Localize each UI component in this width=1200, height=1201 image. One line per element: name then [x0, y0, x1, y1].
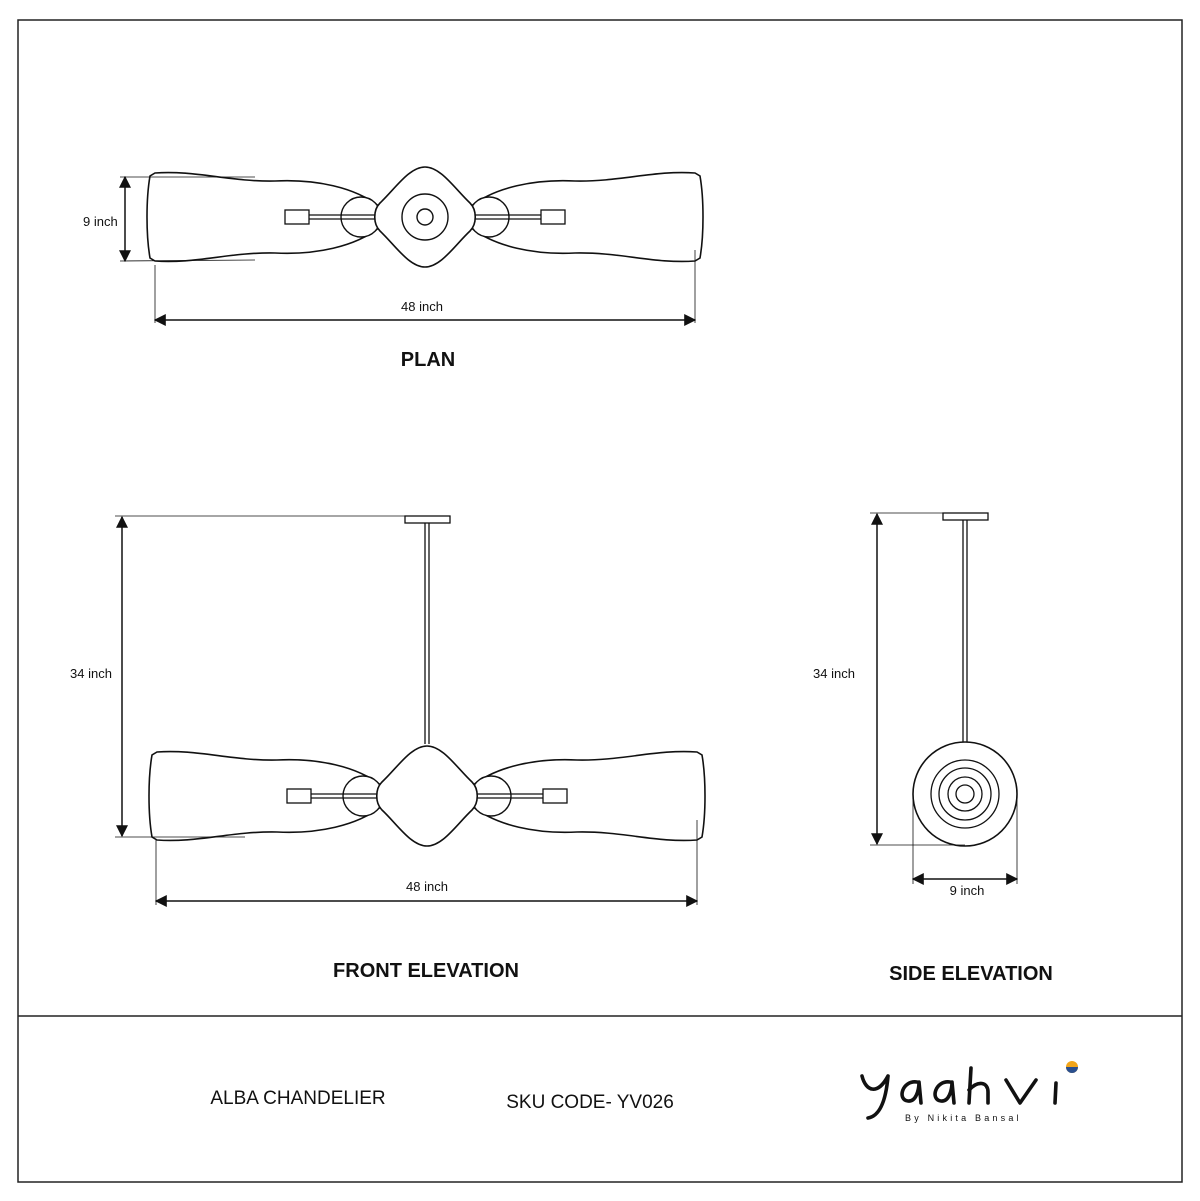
sheet-border [17, 19, 1183, 1183]
front-width-label: 48 inch [406, 879, 448, 894]
front-height-label: 34 inch [70, 666, 112, 681]
side-fixture [912, 741, 1018, 847]
front-fixture [149, 746, 705, 846]
logo-dot [1066, 1061, 1078, 1073]
plan-title: PLAN [401, 349, 455, 371]
front-elevation-view: 34 inch 48 inch FRONT ELEVATION [70, 515, 705, 982]
side-elevation-title: SIDE ELEVATION [889, 963, 1053, 985]
plan-view: 48 inch 9 inch PLAN [83, 167, 703, 371]
logo-tagline: By Nikita Bansal [905, 1113, 1022, 1123]
side-height-label: 34 inch [813, 666, 855, 681]
front-ceiling-canopy [404, 515, 451, 524]
brand-logo: By Nikita Bansal [860, 1061, 1078, 1123]
footer: ALBA CHANDELIER SKU CODE- YV026 [210, 1061, 1078, 1123]
side-width-label: 9 inch [950, 883, 985, 898]
sku-code: SKU CODE- YV026 [506, 1092, 674, 1113]
product-name: ALBA CHANDELIER [210, 1088, 385, 1109]
side-elevation-view: 34 inch 9 inch SIDE ELEVATION [813, 512, 1053, 985]
plan-width-label: 48 inch [401, 299, 443, 314]
plan-fixture [147, 167, 703, 267]
front-elevation-title: FRONT ELEVATION [333, 960, 519, 982]
plan-depth-label: 9 inch [83, 214, 118, 229]
side-ceiling-canopy [942, 512, 989, 521]
